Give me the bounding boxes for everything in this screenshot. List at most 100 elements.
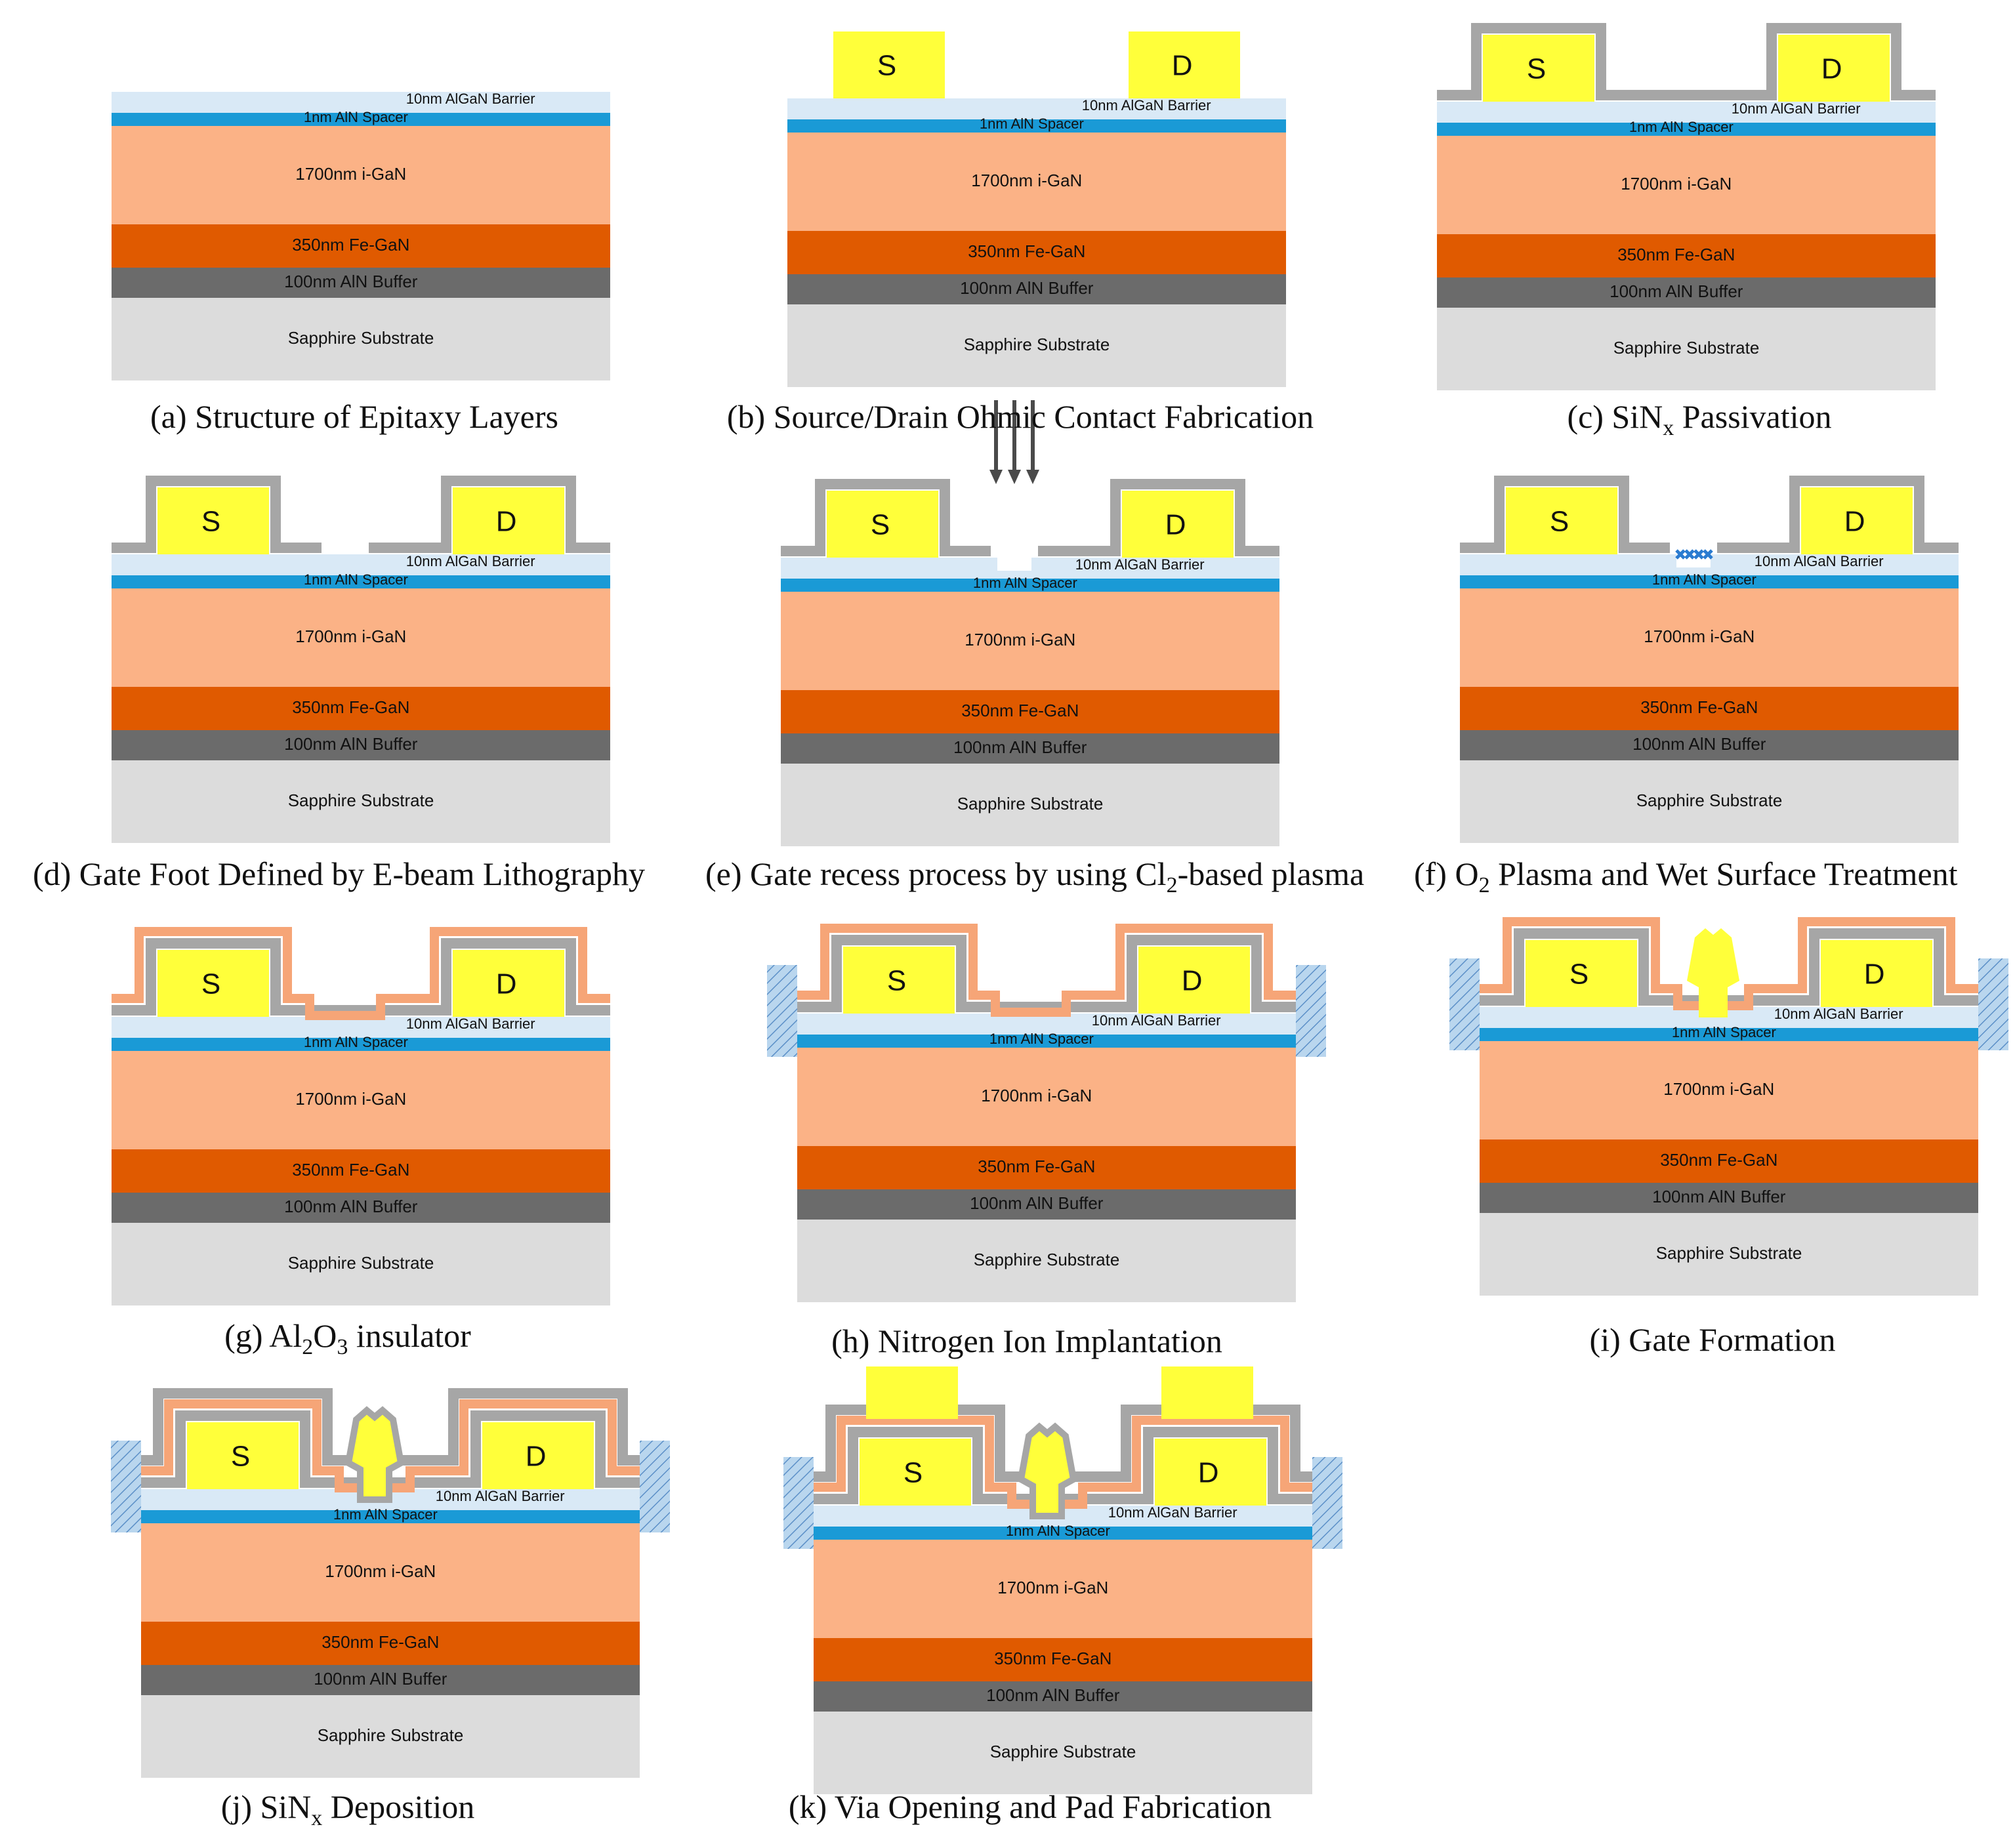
source-contact [1506,487,1617,554]
layer-spacer [787,119,1286,133]
treatment-mark-2 [1693,549,1704,560]
sin-passivation-right [1038,479,1279,556]
source-contact [1483,35,1594,102]
drain-contact [1122,491,1234,558]
caption-h: (h) Nitrogen Ion Implantation [831,1323,1222,1359]
layer-igan [781,592,1279,690]
drain-label: D [526,1441,547,1473]
sin-passivation-layer [112,938,610,1016]
source-contact [827,491,938,558]
layer-substrate [1480,1213,1978,1296]
label-substrate: Sapphire Substrate [964,335,1110,354]
label-substrate: Sapphire Substrate [288,328,434,348]
layer-algan [1480,1007,1978,1028]
layer-algan [787,98,1286,119]
implant-left [111,1441,141,1532]
source-label: S [871,509,890,541]
gate-electrode [344,1406,405,1503]
label-igan: 1700nm i-GaN [1663,1079,1774,1099]
label-spacer: 1nm AlN Spacer [1006,1523,1110,1539]
implant-right [640,1441,670,1532]
implant-left [767,965,797,1057]
label-igan: 1700nm i-GaN [295,626,406,646]
plasma-arrowhead-2 [1026,470,1039,484]
source-label: S [877,50,896,82]
label-algan: 10nm AlGaN Barrier [1082,97,1211,113]
label-algan: 10nm AlGaN Barrier [1108,1504,1237,1521]
caption-b: (b) Source/Drain Ohmic Contact Fabricati… [726,398,1314,435]
treatment-mark-3 [1703,549,1713,560]
label-buffer: 100nm AlN Buffer [970,1193,1104,1213]
label-substrate: Sapphire Substrate [1613,338,1760,358]
layer-fegan [112,224,610,268]
label-fegan: 350nm Fe-GaN [1640,697,1758,717]
layer-substrate [112,298,610,380]
source-contact [833,31,945,98]
gate-electrode [1687,928,1739,1017]
layer-spacer [141,1510,640,1523]
drain-label: D [1198,1457,1219,1489]
caption-d: (d) Gate Foot Defined by E-beam Lithogra… [33,855,646,892]
implant-right [1978,958,2008,1050]
label-substrate: Sapphire Substrate [990,1742,1136,1761]
sin-passivation-left [781,479,991,556]
gate-electrode [1017,1422,1077,1519]
layer-spacer [1480,1028,1978,1041]
label-fegan: 350nm Fe-GaN [292,697,409,717]
label-fegan: 350nm Fe-GaN [994,1649,1111,1668]
implant-right [1312,1457,1342,1549]
layer-buffer [781,733,1279,764]
label-algan: 10nm AlGaN Barrier [1075,556,1205,573]
layer-fegan [781,690,1279,733]
label-spacer: 1nm AlN Spacer [304,571,408,588]
layer-fegan [797,1146,1296,1189]
layer-substrate [112,760,610,843]
plasma-arrowhead-0 [989,470,1003,484]
drain-contact [1821,940,1932,1007]
label-buffer: 100nm AlN Buffer [284,734,418,754]
source-contact [157,950,269,1017]
label-buffer: 100nm AlN Buffer [960,278,1094,298]
layer-algan [112,92,610,113]
layer-igan [112,126,610,224]
label-spacer: 1nm AlN Spacer [989,1031,1094,1047]
drain-label: D [496,506,517,538]
layer-spacer [797,1035,1296,1048]
label-fegan: 350nm Fe-GaN [961,701,1079,720]
label-buffer: 100nm AlN Buffer [284,1197,418,1216]
caption-f: (f) O2 Plasma and Wet Surface Treatment [1414,855,1958,897]
label-buffer: 100nm AlN Buffer [953,737,1087,757]
label-algan: 10nm AlGaN Barrier [406,91,535,107]
source-label: S [201,506,220,538]
layer-fegan [1437,234,1936,277]
label-fegan: 350nm Fe-GaN [968,241,1085,261]
sin-passivation-right [369,476,610,553]
caption-j: (j) SiNx Deposition [220,1788,475,1830]
sin-passivation-right [1717,476,1959,553]
label-igan: 1700nm i-GaN [965,630,1075,649]
layer-substrate [787,304,1286,387]
layer-spacer [112,575,610,588]
label-algan: 10nm AlGaN Barrier [406,553,535,569]
source-contact [843,947,955,1014]
source-label: S [231,1441,250,1473]
layer-substrate [781,764,1279,846]
drain-contact [453,950,564,1017]
layer-buffer [814,1681,1312,1712]
label-substrate: Sapphire Substrate [957,794,1104,813]
label-substrate: Sapphire Substrate [288,1253,434,1273]
source-contact [860,1439,971,1506]
treatment-mark-1 [1684,549,1695,560]
label-fegan: 350nm Fe-GaN [978,1157,1095,1176]
label-substrate: Sapphire Substrate [1636,791,1783,810]
layer-substrate [141,1695,640,1778]
layer-spacer [1437,123,1936,136]
layer-igan [1460,588,1959,687]
label-spacer: 1nm AlN Spacer [333,1506,438,1523]
layer-algan [112,1017,610,1038]
